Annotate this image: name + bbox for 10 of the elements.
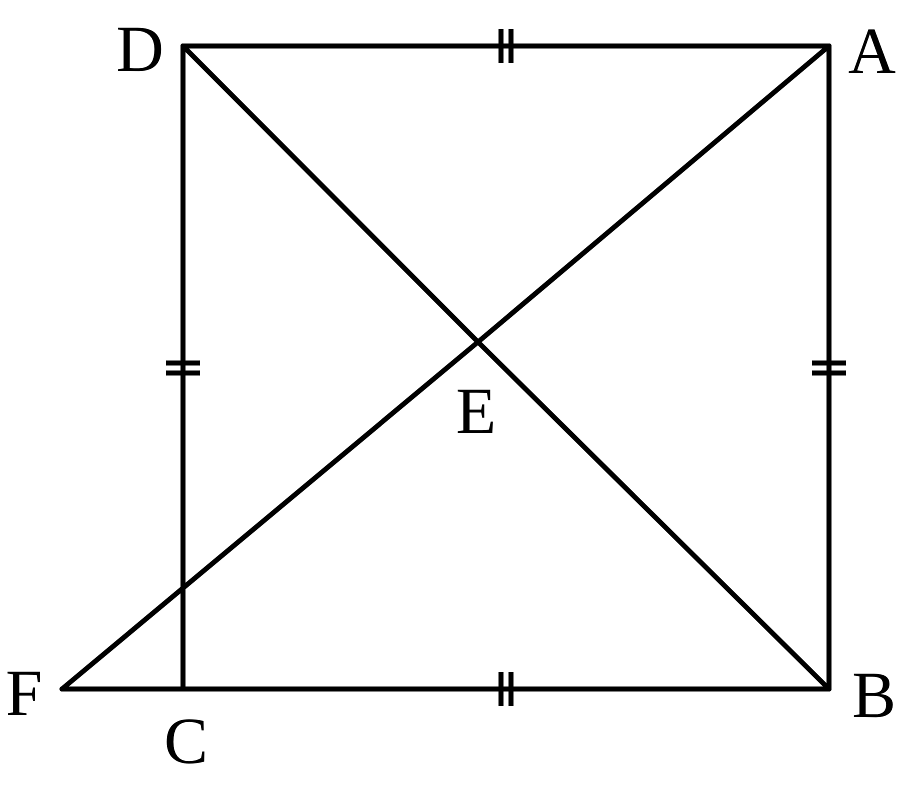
line-segment [476,340,832,692]
point-label: F [6,661,42,727]
point-label: E [456,379,496,445]
point-label: D [116,17,164,83]
line-segment [180,44,480,344]
line-segment [60,340,480,692]
point-label: A [848,19,896,85]
point-label: B [852,663,896,729]
point-label: C [164,709,208,775]
line-segment [476,44,832,344]
